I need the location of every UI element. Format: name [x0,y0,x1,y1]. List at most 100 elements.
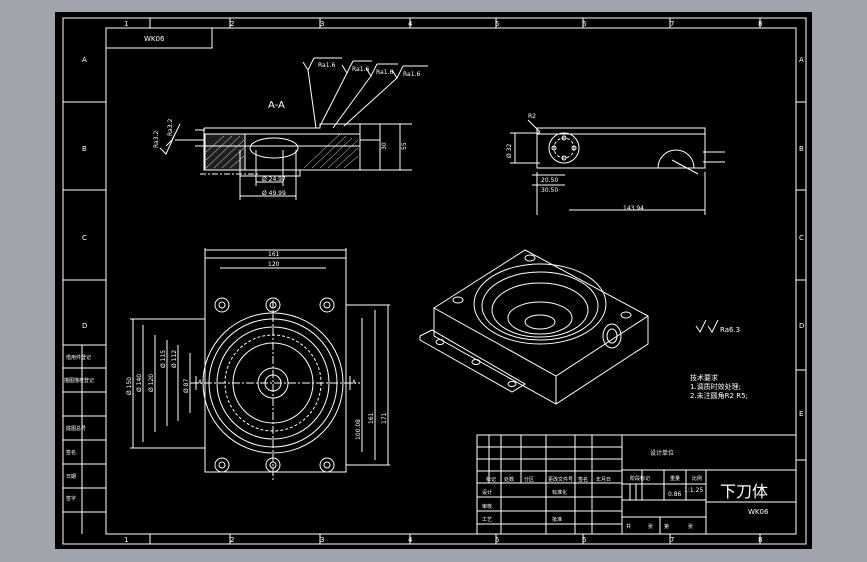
tb-label-mark: 标记 [486,476,496,483]
isometric-view [419,249,649,405]
dim-plan-left-4: Ø 115 [160,350,167,368]
tb-scale: 1:1.25 [684,487,703,494]
col-label-2: 2 [230,20,234,28]
drawing-canvas[interactable]: 1 2 3 4 5 6 7 8 1 2 3 4 5 6 7 8 [55,12,812,549]
dim-diameter-2: Ø 49.99 [262,190,286,197]
row-label-d: D [82,322,87,330]
tb-label-sign: 签名 [578,476,588,483]
tb-label-change-no: 更改文件号 [548,476,573,483]
col-label-bottom-2: 2 [230,536,234,544]
outer-frame [62,17,807,545]
roughness-top-4: Ra1.6 [403,71,420,78]
col-label-bottom-8: 8 [758,536,762,544]
dim-height-1: 30 [381,142,388,150]
tb-label-approve: 批准 [552,516,562,523]
inner-frame [105,27,797,535]
row-label-right-c: C [799,234,804,242]
tb-mass: 0.86 [668,491,682,498]
col-label-3: 3 [320,20,324,28]
tb-part-name: 下刀体 [720,482,768,501]
section-marker-a-right: A [352,379,357,386]
col-label-7: 7 [670,20,674,28]
tb-label-zone: 分区 [524,476,534,483]
dim-plan-right-2: 161 [368,412,375,424]
roughness-top-1: Ra1.6 [318,62,335,69]
tb-drawing-number: WK06 [748,508,769,516]
row-grid [63,101,806,461]
plan-view [130,248,390,480]
roughness-group-left [159,123,204,155]
title-block [476,434,797,535]
col-label-5: 5 [495,20,499,28]
dim-plan-top-2: 120 [268,261,280,268]
side-label-base: 底图总号 [66,425,86,432]
rotated-number-box [105,27,213,49]
row-label-right-d: D [799,322,804,330]
col-label-4: 4 [408,20,413,28]
tb-label-scale: 比例 [692,475,702,482]
side-label-trace: 描图描校登记 [64,377,94,384]
dim-plan-right-1: 100.08 [355,419,362,440]
tb-label-review: 审核 [482,503,492,510]
tb-label-sheets-2: 张 [688,523,693,530]
tb-label-sheet-no: 第 [664,523,669,530]
dim-plan-right-3: 171 [381,412,388,424]
dim-plan-left-2: Ø 140 [136,374,143,392]
dim-plan-left-6: Ø 87 [183,379,190,393]
row-label-right-b: B [799,145,804,153]
column-grid [149,18,761,544]
roughness-top-2: Ra1.6 [352,66,369,73]
roughness-rest: Ra6.3 [720,326,740,334]
row-label-b: B [82,145,87,153]
tb-design-unit: 设计单位 [650,449,674,457]
row-label-right-a: A [799,56,804,64]
dim-plan-top-1: 161 [268,251,280,258]
rotated-drawing-number: WK06 [144,35,165,43]
section-view: A-A [195,100,412,200]
row-label-a: A [82,56,87,64]
col-label-bottom-3: 3 [320,536,324,544]
col-label-6: 6 [582,20,587,28]
side-view [510,119,725,215]
tb-label-date: 年月日 [596,476,611,483]
row-label-c: C [82,234,87,242]
tb-label-standard: 标准化 [552,489,567,496]
tb-label-stage: 阶段标记 [630,475,650,482]
roughness-top-3: Ra1.6 [376,69,393,76]
col-label-bottom-4: 4 [408,536,413,544]
dim-side-width-2: 30.50 [541,187,558,194]
dim-plan-left-1: Ø 150 [126,377,133,395]
side-label-date: 日期 [66,474,76,480]
col-label-bottom-7: 7 [670,536,674,544]
roughness-group-top [302,57,428,129]
tb-label-process: 工艺 [482,517,492,523]
drawing-sheet: 1 2 3 4 5 6 7 8 1 2 3 4 5 6 7 8 [62,17,807,545]
roughness-left-2: Ra3.2 [167,119,174,136]
note-1: 1.调质时效处理; [690,382,741,391]
dim-side-diameter: Ø 32 [506,144,513,158]
dim-height-2: 55 [401,142,408,150]
dim-plan-left-3: Ø 120 [148,374,155,392]
col-label-8: 8 [758,20,762,28]
row-label-right-e: E [799,410,803,418]
col-label-1: 1 [124,20,128,28]
section-marker-a-left: A [198,379,203,386]
tb-label-count: 处数 [504,476,514,483]
roughness-left-1: Ra3.2 [153,131,160,148]
side-label-sign: 签名 [66,449,76,456]
side-label-borrow: 借用件登记 [66,354,91,361]
dim-plan-left-5: Ø 112 [171,350,178,368]
tb-label-sheets: 张 [648,523,653,530]
dim-diameter-1: Ø 24.97 [262,176,286,183]
section-label: A-A [268,100,285,111]
roughness-rest-symbol [695,319,719,333]
note-2: 2.未注圆角R2 R5; [690,391,748,400]
tb-label-weight: 重量 [670,475,680,482]
side-label-sign2: 签字 [66,495,76,502]
dim-side-length: 143.94 [623,205,644,212]
tb-label-total: 共 [626,523,631,530]
col-label-bottom-1: 1 [124,536,128,544]
dim-radius: R2 [528,113,536,120]
side-table [63,344,106,534]
